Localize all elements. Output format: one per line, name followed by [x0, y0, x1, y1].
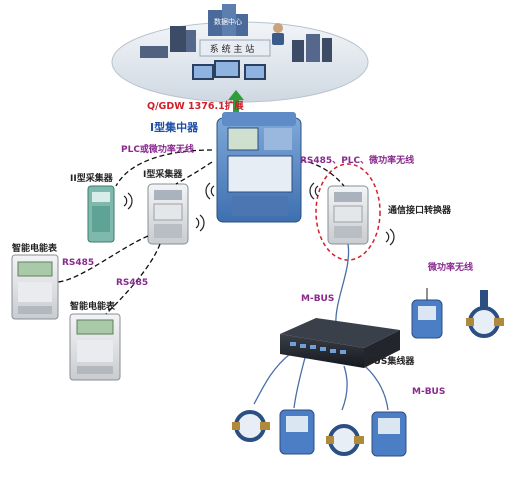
- wireless-wave-icons: [123, 182, 395, 246]
- micro-wireless-label: 微功率无线: [427, 261, 473, 273]
- interface-converter-label: 通信接口转换器: [388, 204, 452, 216]
- protocol-label: Q/GDW 1376.1扩展: [147, 100, 244, 112]
- server-icon: [140, 26, 332, 62]
- wireless-water-meter-1: [411, 288, 443, 339]
- type1-collector-device: [147, 183, 189, 245]
- workstation-icon: [192, 60, 266, 80]
- type2-collector-device: [87, 185, 115, 243]
- data-center-icon: [208, 4, 248, 36]
- mbus-hub-device: [280, 318, 400, 368]
- concentrator-device: [216, 112, 302, 223]
- smart-meter-2: [69, 313, 121, 381]
- data-center-label: 数据中心: [214, 17, 242, 26]
- mbus-water-meter-4: [371, 411, 407, 457]
- type2-collector-label: II型采集器: [70, 172, 114, 184]
- master-station-cloud: [111, 4, 369, 103]
- smart-meter-2-label: 智能电能表: [70, 300, 116, 312]
- connection-lines: [57, 149, 389, 411]
- main-station-label: 系 统 主 站: [210, 43, 255, 55]
- wireless-water-meter-2: [466, 290, 504, 338]
- smart-meter-1-label: 智能电能表: [12, 242, 58, 254]
- mbus-water-meter-1: [232, 410, 270, 442]
- mbus-hub-label: M-BUS集线器: [354, 355, 415, 367]
- rs485-label-1: RS485: [62, 258, 94, 268]
- smart-meter-1: [11, 254, 59, 320]
- plc-wireless-label: PLC或微功率无线: [121, 143, 194, 155]
- concentrator-label: I型集中器: [150, 120, 199, 134]
- user-figure-icon: [272, 23, 284, 45]
- type1-collector-label: I型采集器: [143, 168, 183, 180]
- rs485-label-2: RS485: [116, 278, 148, 288]
- mbus-water-meter-2: [279, 409, 315, 455]
- mbus-water-meter-3: [326, 424, 364, 456]
- rs485-plc-wireless-label: RS485、PLC、微功率无线: [300, 154, 414, 166]
- mbus-label-2: M-BUS: [412, 387, 445, 397]
- mbus-label-1: M-BUS: [301, 294, 334, 304]
